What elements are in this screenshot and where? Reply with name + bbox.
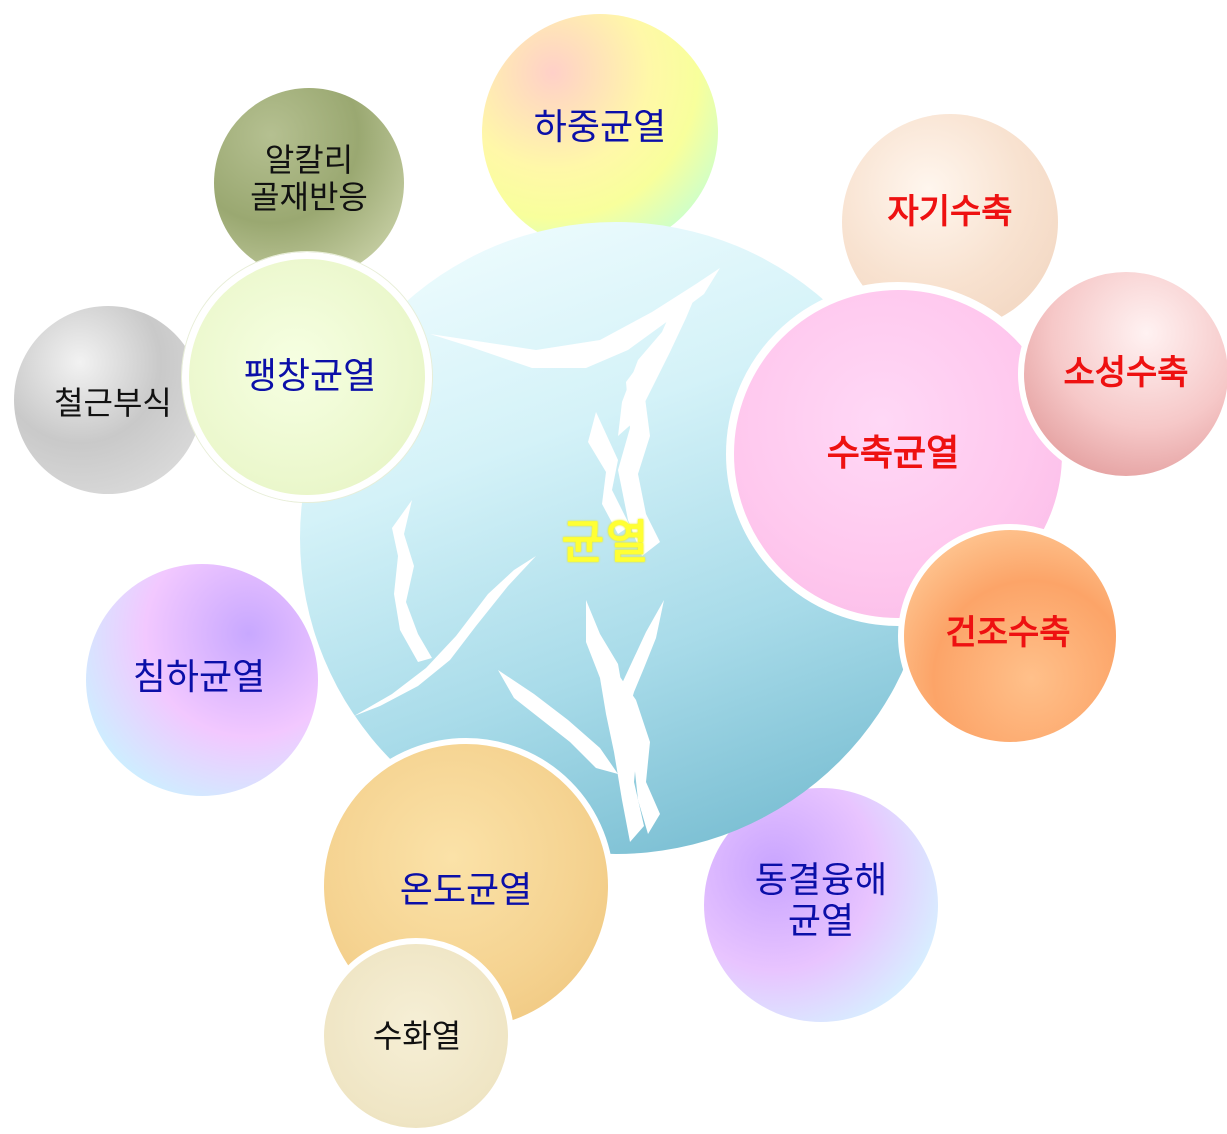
bubble-drying-shrinkage: 건조수축 (898, 524, 1122, 748)
label-thermal-crack: 온도균열 (399, 870, 533, 912)
label-autogenous-shrinkage: 자기수축 (887, 192, 1013, 233)
label-alkali-aggregate-reaction: 알칼리 골재반응 (250, 141, 368, 216)
label-plastic-shrinkage: 소성수축 (1063, 353, 1189, 394)
bubble-alkali-aggregate-reaction: 알칼리 골재반응 (214, 88, 404, 278)
bubble-plastic-shrinkage: 소성수축 (1018, 266, 1227, 482)
label-shrinkage-crack: 수축균열 (826, 433, 960, 475)
bubble-settlement-crack: 침하균열 (86, 564, 318, 796)
crack-lines (354, 268, 720, 842)
bubble-expansion-crack: 팽창균열 (182, 252, 432, 502)
bubble-rebar-corrosion: 철근부식 (14, 306, 202, 494)
bubble-load-crack: 하중균열 (482, 14, 718, 250)
label-settlement-crack: 침하균열 (132, 657, 266, 699)
label-expansion-crack: 팽창균열 (243, 356, 377, 398)
center-label: 균열 (561, 514, 651, 569)
label-freeze-thaw-crack: 동결융해 균열 (754, 859, 888, 942)
label-hydration-heat: 수화열 (372, 1016, 462, 1055)
bubble-hydration-heat: 수화열 (318, 938, 514, 1134)
label-drying-shrinkage: 건조수축 (945, 613, 1071, 654)
label-load-crack: 하중균열 (533, 107, 667, 149)
label-rebar-corrosion: 철근부식 (54, 383, 172, 422)
